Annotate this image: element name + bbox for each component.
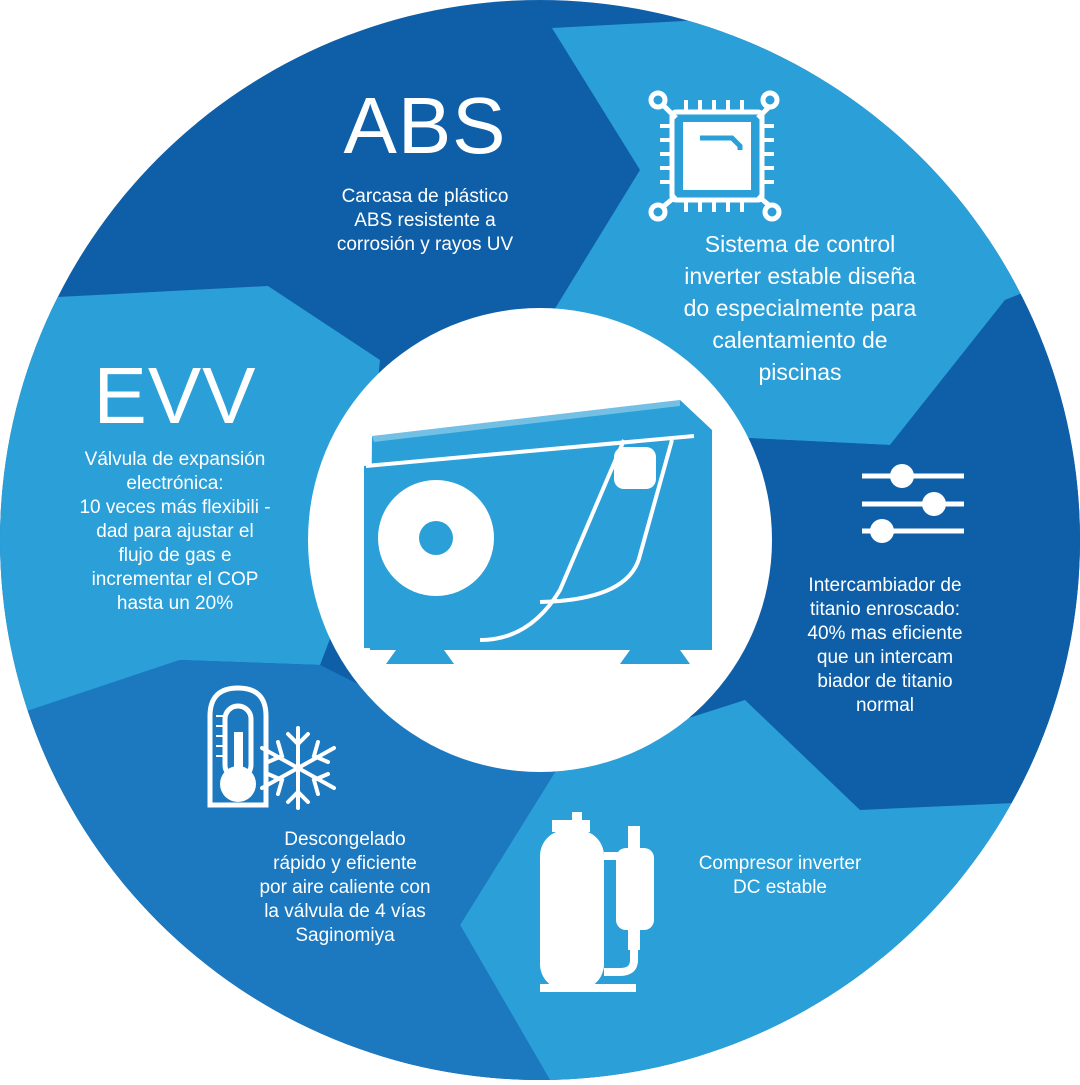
- defrost-description: Descongelado rápido y eficiente por aire c…: [200, 828, 490, 948]
- text-line: piscinas: [758, 359, 842, 385]
- text-line: hasta un 20%: [116, 593, 234, 614]
- text-line: biador de titanio: [817, 671, 953, 692]
- evv-title: EVV: [93, 351, 257, 440]
- control-description: Sistema de control inverter estable diseñ…: [620, 228, 980, 388]
- compressor-icon: [540, 812, 654, 992]
- compresor-description: Compresor inverter DC estable: [660, 852, 900, 900]
- sliders-icon: [862, 464, 964, 543]
- text-line: do especialmente para: [683, 295, 917, 321]
- text-line: Saginomiya: [295, 925, 395, 946]
- text-line: 40% mas eficiente: [807, 623, 963, 644]
- text-line: titanio enroscado:: [810, 599, 960, 620]
- text-line: rápido y eficiente: [273, 853, 417, 874]
- heat-pump-icon: [364, 400, 712, 664]
- text-line: incrementar el COP: [91, 569, 259, 590]
- text-line: ABS resistente a: [354, 210, 496, 231]
- segment-abs: [160, 28, 640, 360]
- text-line: que un intercam: [816, 647, 954, 668]
- segment-titanio: [740, 270, 1080, 810]
- text-line: la válvula de 4 vías: [264, 901, 426, 922]
- text-line: inverter estable diseña: [684, 263, 916, 289]
- text-line: normal: [855, 695, 915, 716]
- text-line: dad para ajustar el: [96, 521, 254, 542]
- text-line: Sistema de control: [704, 231, 896, 257]
- text-line: Intercambiador de: [808, 575, 962, 596]
- text-line: flujo de gas e: [118, 545, 232, 566]
- text-line: por aire caliente con: [259, 877, 431, 898]
- text-line: Descongelado: [284, 829, 406, 850]
- evv-description: Válvula de expansión electrónica: 10 veces…: [30, 448, 320, 616]
- thermometer-snowflake-icon: [207, 685, 336, 810]
- titanio-description: Intercambiador de titanio enroscado: 40% m…: [770, 574, 1000, 718]
- chip-icon: [648, 90, 782, 222]
- text-line: Carcasa de plástico: [341, 186, 509, 207]
- text-line: 10 veces más flexibili -: [79, 497, 271, 518]
- text-line: Válvula de expansión: [84, 449, 266, 470]
- text-line: DC estable: [733, 877, 827, 898]
- text-line: calentamiento de: [712, 327, 888, 353]
- abs-title: ABS: [343, 81, 507, 170]
- text-line: Compresor inverter: [698, 853, 862, 874]
- segment-evv: [0, 286, 380, 720]
- text-line: electrónica:: [126, 473, 224, 494]
- text-line: corrosión y rayos UV: [336, 234, 514, 255]
